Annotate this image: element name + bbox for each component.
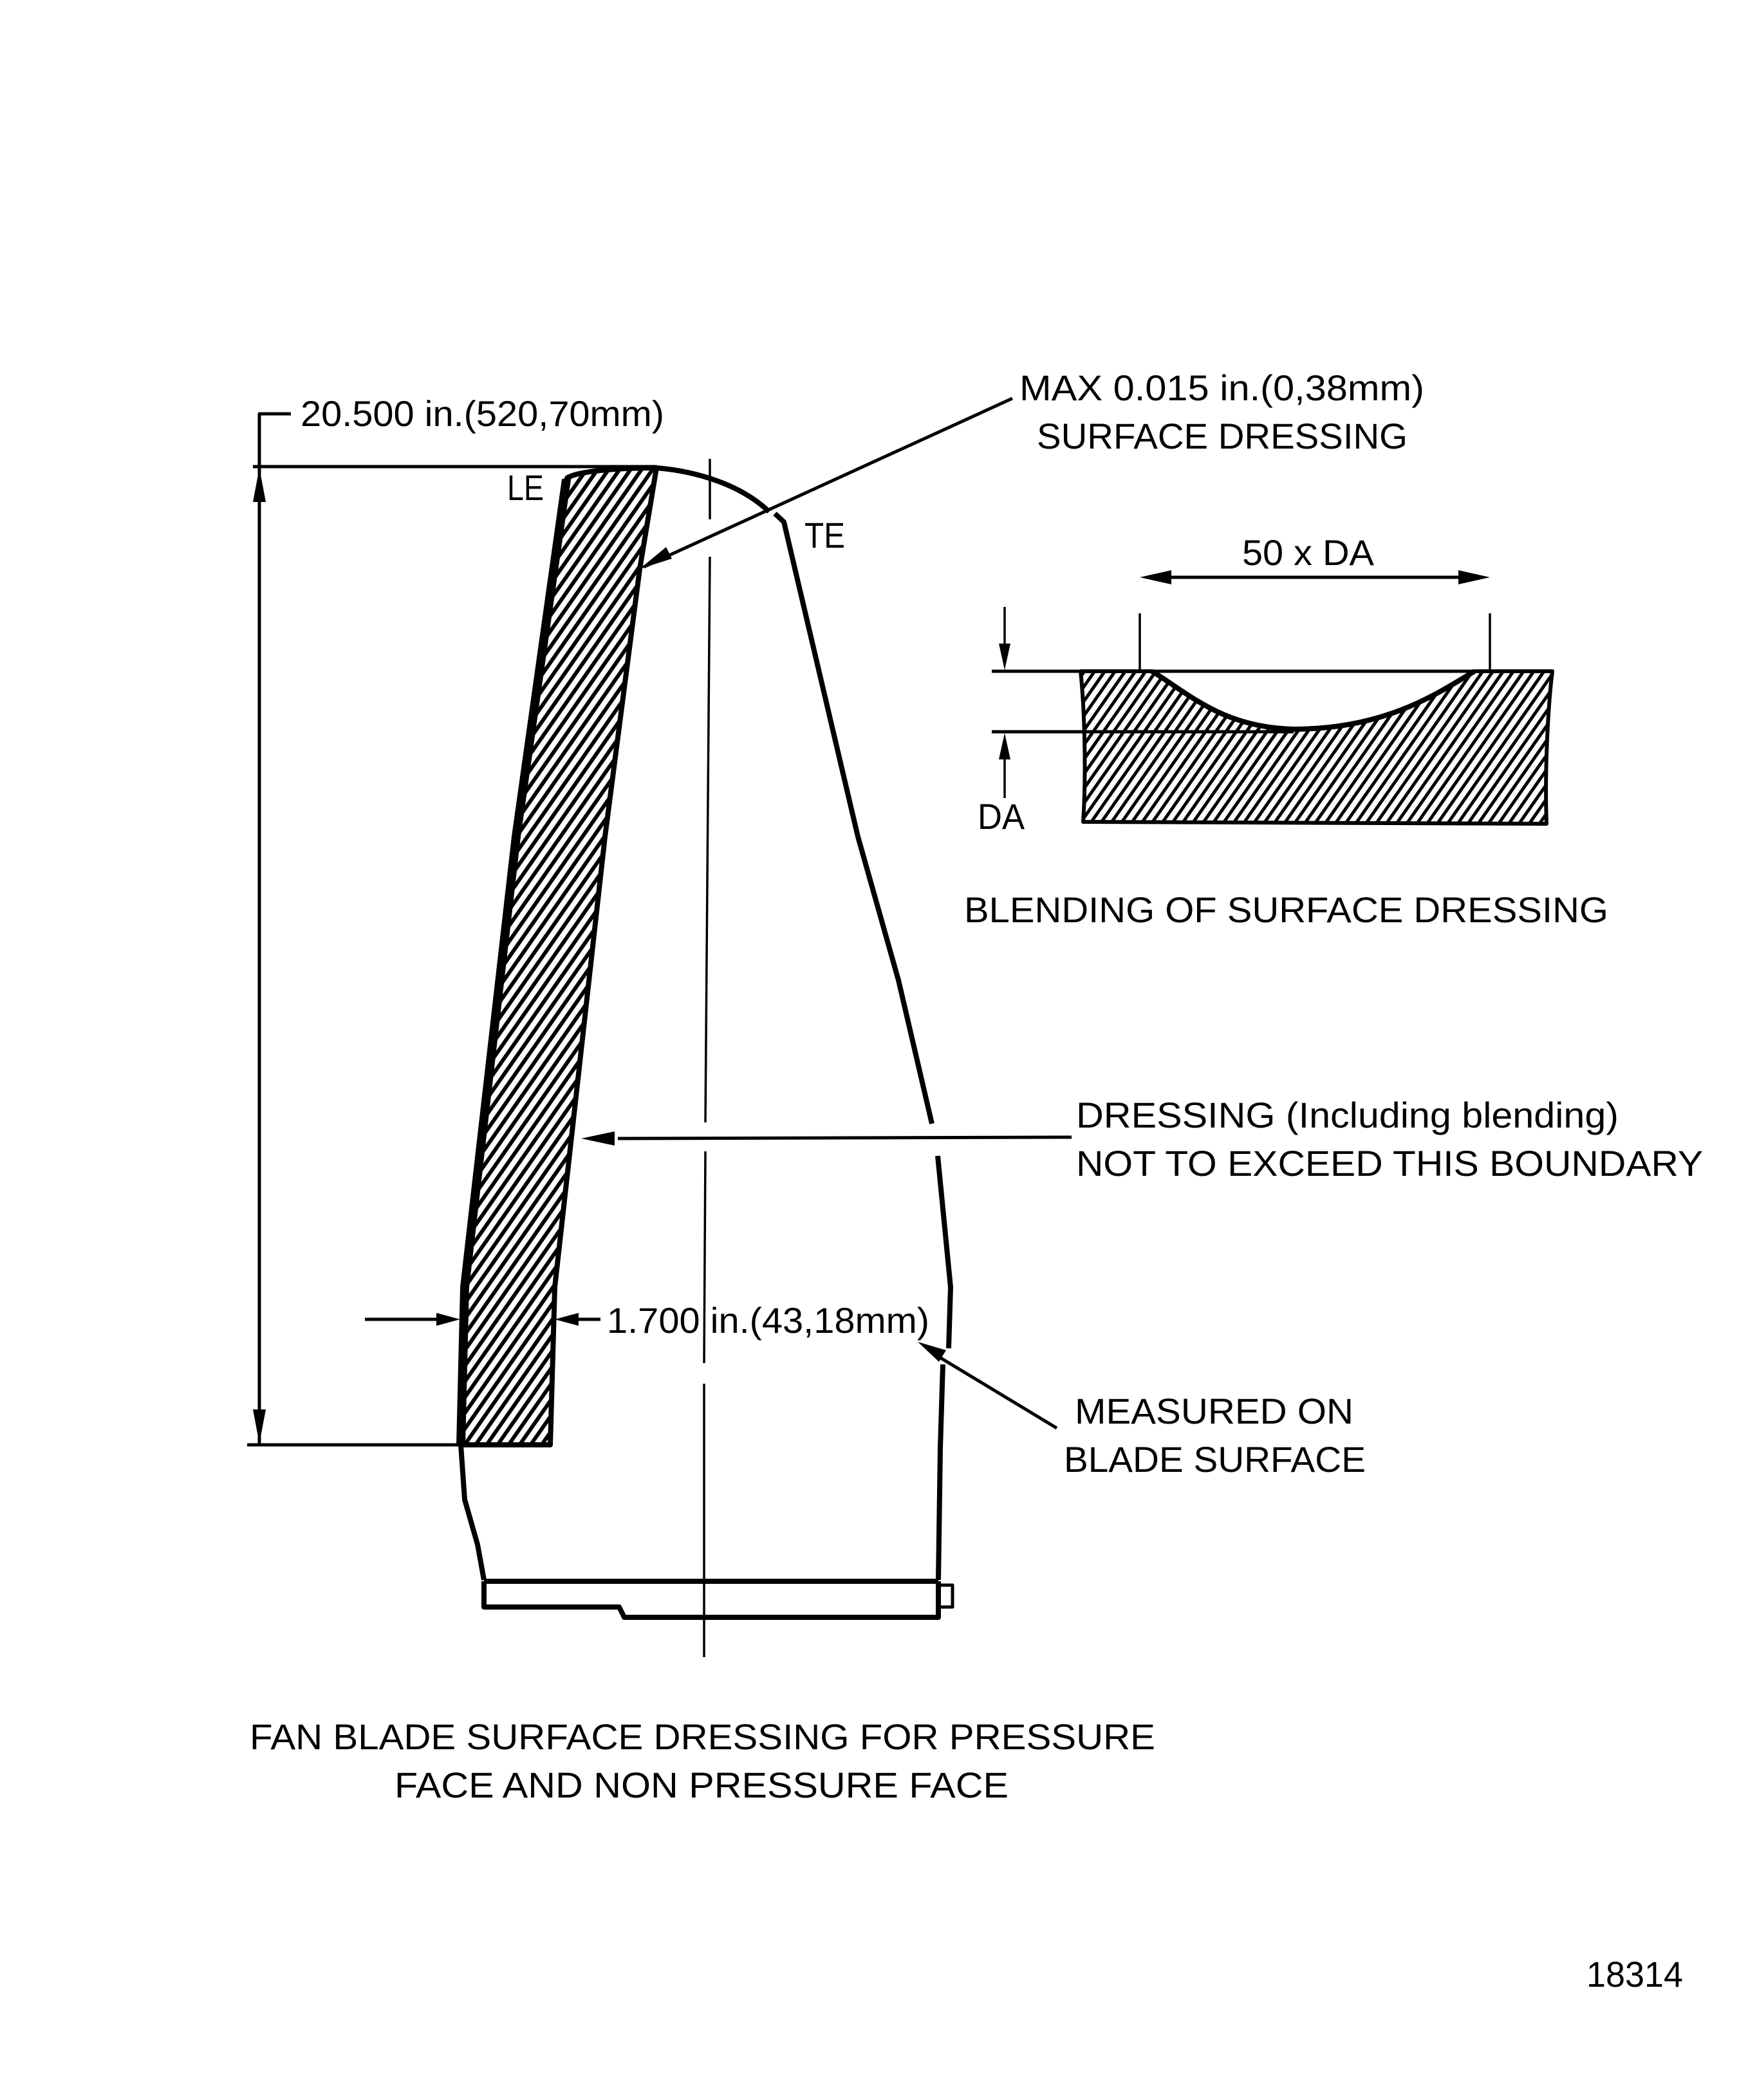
boundary-callout: DRESSING (Including blending) NOT TO EXC… — [581, 1095, 1703, 1184]
caption-line2: FACE AND NON PRESSURE FACE — [395, 1765, 1009, 1805]
measured-callout: MEASURED ON BLADE SURFACE — [918, 1342, 1366, 1480]
height-dimension-label: 20.500 in.(520,70mm) — [301, 393, 664, 434]
dressing-zone-hatched — [458, 465, 659, 1447]
boundary-arrow-icon — [581, 1131, 615, 1146]
main-blade-view: 20.500 in.(520,70mm) LE — [247, 367, 1703, 1657]
max-dressing-callout: MAX 0.015 in.(0,38mm) SURFACE DRESSING — [640, 367, 1424, 569]
width-arrow-left-icon — [555, 1313, 579, 1326]
depth-label: DA — [978, 796, 1025, 837]
trailing-edge-label: TE — [804, 515, 845, 555]
length-arrow-right-icon — [1458, 570, 1490, 584]
length-arrow-left-icon — [1140, 570, 1171, 584]
detail-title: BLENDING OF SURFACE DRESSING — [964, 889, 1608, 930]
caption-line1: FAN BLADE SURFACE DRESSING FOR PRESSURE — [250, 1716, 1155, 1757]
dimension-arrow-down-icon — [253, 1409, 266, 1444]
blending-detail-view: 50 x DA DA BLENDING OF SURFACE DRESSING — [964, 532, 1608, 930]
max-dressing-label: MAX 0.015 in.(0,38mm) — [1019, 367, 1424, 408]
leading-edge-label: LE — [507, 467, 544, 508]
height-dimension: 20.500 in.(520,70mm) — [247, 393, 664, 1447]
blade-center-line — [703, 459, 711, 1657]
figure-number: 18314 — [1586, 1954, 1683, 1994]
width-dimension-label: 1.700 in.(43,18mm) — [607, 1300, 929, 1341]
measured-note-line1: MEASURED ON — [1075, 1391, 1353, 1431]
blend-section-hatched — [1079, 669, 1554, 826]
root-tab — [936, 1583, 954, 1609]
figure-caption: FAN BLADE SURFACE DRESSING FOR PRESSURE … — [250, 1716, 1155, 1805]
leader-arrow-icon — [640, 547, 672, 569]
depth-arrow-up-icon — [999, 733, 1010, 759]
surface-dressing-label: SURFACE DRESSING — [1037, 416, 1408, 456]
width-arrow-right-icon — [436, 1313, 460, 1326]
measured-arrow-icon — [918, 1342, 946, 1362]
measured-note-line2: BLADE SURFACE — [1064, 1439, 1366, 1480]
width-dimension: 1.700 in.(43,18mm) — [365, 1300, 929, 1341]
blade-outline — [458, 465, 954, 1620]
depth-arrow-down-icon — [999, 644, 1010, 670]
length-dimension-label: 50 x DA — [1242, 532, 1375, 573]
boundary-note-line2: NOT TO EXCEED THIS BOUNDARY — [1076, 1143, 1703, 1184]
dimension-arrow-up-icon — [253, 468, 266, 502]
boundary-note-line1: DRESSING (Including blending) — [1076, 1095, 1619, 1135]
